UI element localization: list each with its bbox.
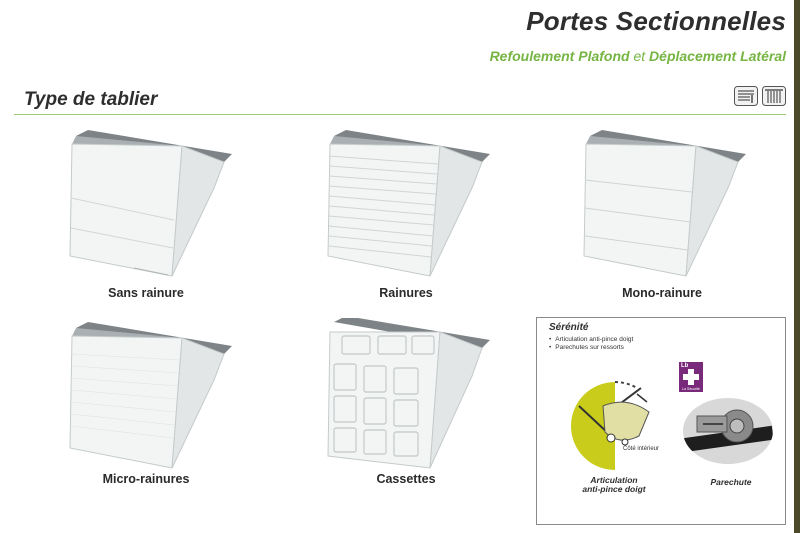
badge-top-text: Lb	[681, 363, 689, 369]
page-subtitle: Refoulement Plafond et Déplacement Latér…	[490, 48, 786, 64]
serenite-box: Sérénité Articulation anti-pince doigt P…	[536, 317, 786, 525]
subtitle-conj: et	[633, 48, 646, 64]
door-image-cassettes	[327, 318, 490, 469]
hinge-caption-line1: Articulation	[590, 475, 638, 485]
security-badge: Lb La Sécurité	[679, 362, 703, 392]
door-label-sans-rainure: Sans rainure	[108, 286, 184, 300]
page-title: Portes Sectionnelles	[526, 6, 786, 36]
badge-bottom-text: La Sécurité	[682, 387, 700, 391]
door-label-rainures: Rainures	[379, 286, 433, 300]
ceiling-retract-icon	[734, 86, 758, 106]
hinge-caption-line2: anti-pince doigt	[582, 484, 646, 494]
hinge-caption: Articulation anti-pince doigt	[559, 476, 669, 494]
serenite-feature-list: Articulation anti-pince doigt Parechutes…	[549, 336, 633, 352]
page-edge-bar	[794, 0, 800, 533]
fall-arrest-illustration	[683, 398, 773, 464]
serenite-feature: Parechutes sur ressorts	[549, 344, 633, 352]
section-divider	[14, 114, 786, 115]
door-image-micro-rainures	[69, 322, 232, 469]
door-label-mono-rainure: Mono-rainure	[622, 286, 702, 300]
serenite-feature: Articulation anti-pince doigt	[549, 336, 633, 344]
door-image-rainures	[327, 130, 490, 277]
fall-arrest-caption: Parechute	[710, 477, 752, 487]
side-slide-icon	[762, 86, 786, 106]
mode-icons	[734, 86, 786, 106]
subtitle-part1: Refoulement Plafond	[489, 48, 630, 64]
plus-icon	[683, 369, 699, 385]
door-label-cassettes: Cassettes	[376, 472, 436, 486]
serenite-title: Sérénité	[549, 322, 589, 333]
inner-side-label: Côté intérieur	[623, 446, 660, 452]
subtitle-part2: Déplacement Latéral	[649, 48, 786, 64]
section-title: Type de tablier	[24, 89, 158, 110]
door-image-mono-rainure	[583, 130, 746, 277]
finger-guard-hinge-illustration	[571, 381, 650, 470]
door-label-micro-rainures: Micro-rainures	[102, 472, 190, 486]
door-image-sans-rainure	[69, 130, 232, 277]
